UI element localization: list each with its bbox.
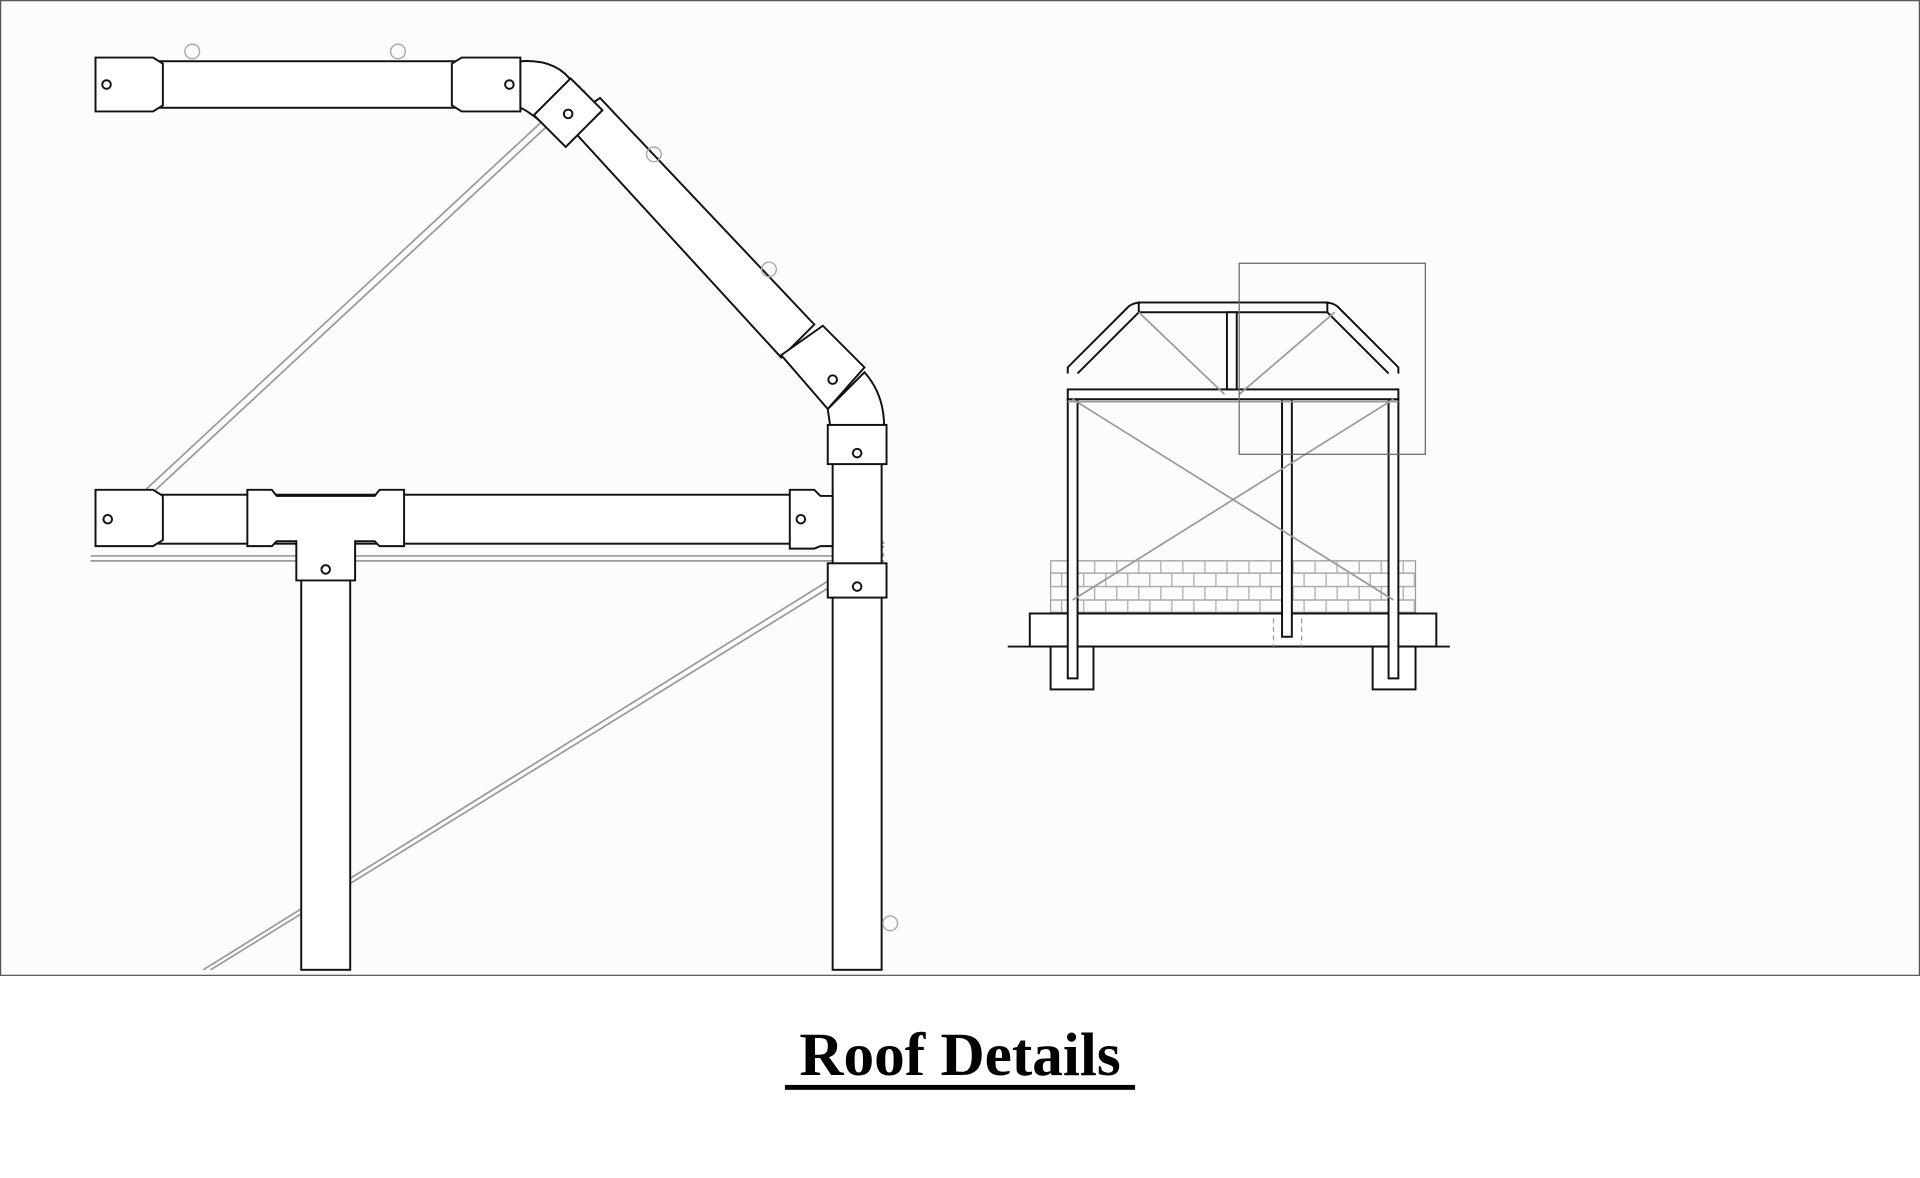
title-underline bbox=[784, 1084, 1136, 1090]
tee-fitting bbox=[246, 488, 406, 582]
overall-elevation bbox=[1007, 262, 1450, 691]
post-middle bbox=[300, 574, 352, 971]
post-left bbox=[1066, 398, 1079, 680]
detail-callout-box bbox=[1238, 262, 1426, 455]
eave-corner-fitting bbox=[788, 488, 834, 550]
diagonal-bracing bbox=[1067, 311, 1399, 601]
roof-slope-left bbox=[1066, 301, 1142, 375]
rafter-fitting-bottom bbox=[779, 324, 866, 411]
cable-clips bbox=[184, 43, 899, 932]
roof-slope-right bbox=[1324, 301, 1400, 375]
eave-end-fitting bbox=[94, 488, 164, 548]
end-fitting bbox=[94, 56, 164, 113]
drawing-title: Roof Details bbox=[799, 1021, 1120, 1089]
post-center bbox=[1281, 398, 1293, 638]
post-right bbox=[1387, 398, 1400, 680]
post-lower-fitting bbox=[826, 562, 888, 599]
enlarged-roof-joint-detail bbox=[90, 43, 899, 971]
ridge-beam bbox=[1137, 301, 1329, 314]
concrete-slab bbox=[1028, 612, 1438, 648]
coupler-fitting bbox=[450, 56, 522, 113]
post-corner bbox=[831, 415, 883, 971]
eave-beam bbox=[1066, 388, 1400, 401]
ridge-pipe bbox=[158, 60, 457, 109]
bolt-holes bbox=[101, 79, 863, 592]
drawing-frame bbox=[0, 0, 1920, 976]
king-post bbox=[1225, 311, 1238, 391]
rafter-fitting-top bbox=[532, 77, 604, 149]
